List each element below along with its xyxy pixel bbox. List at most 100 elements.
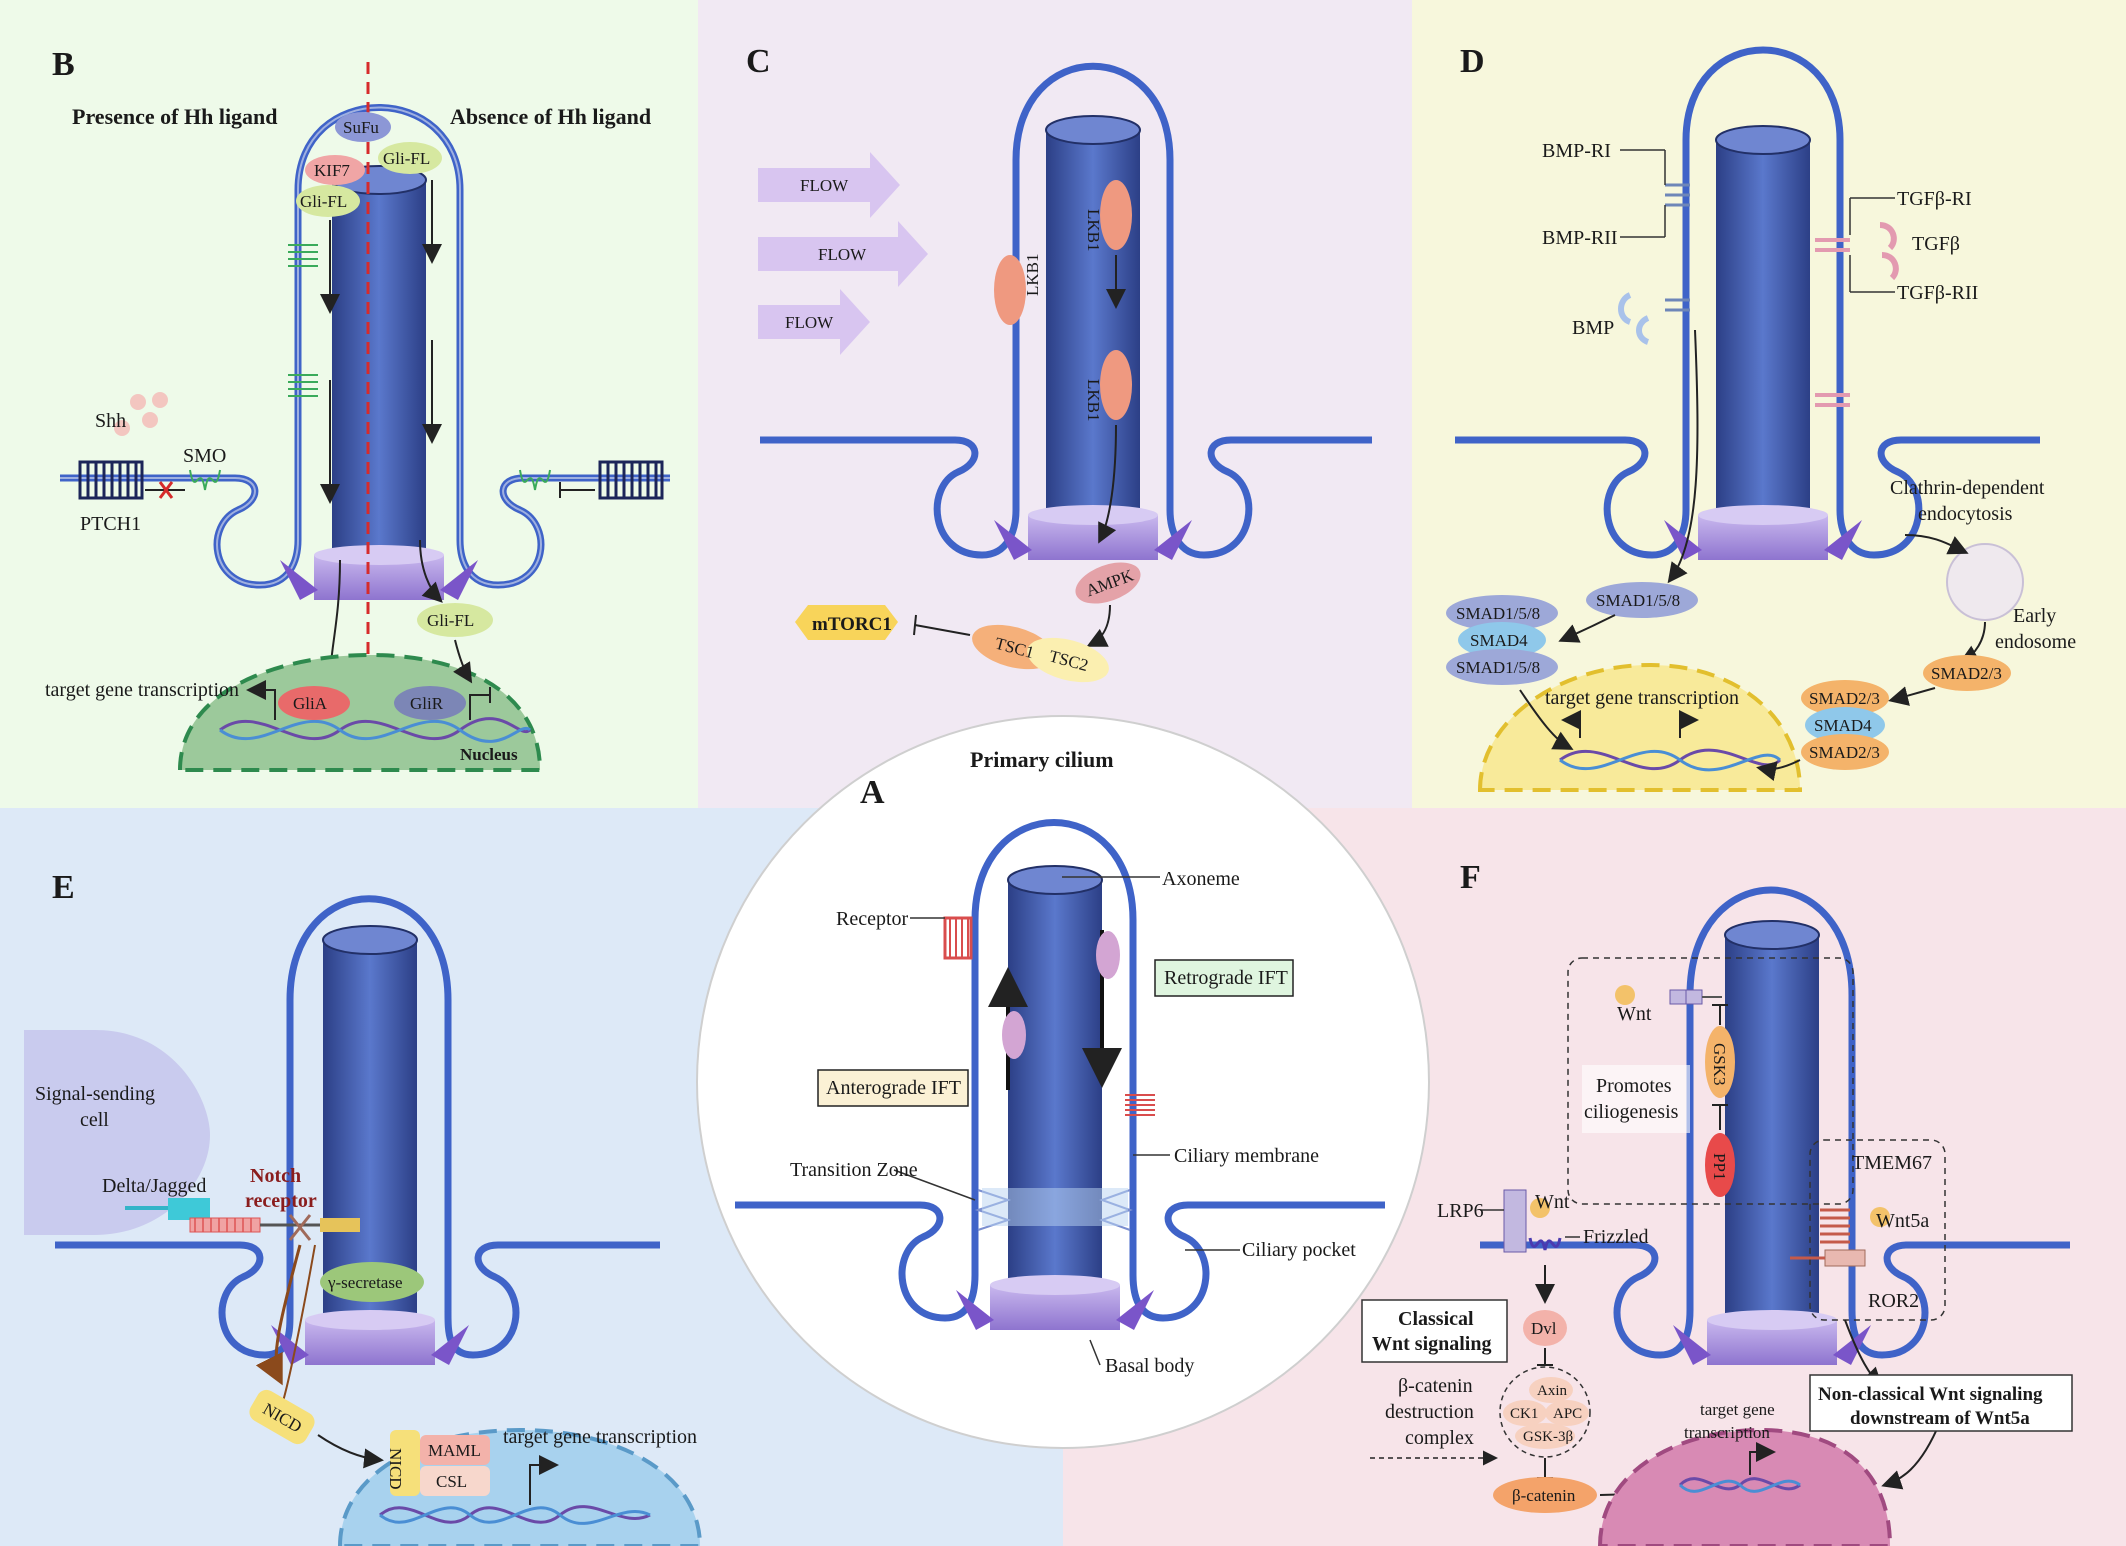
panel-d-smad4-b: SMAD4 [1814,716,1872,735]
panel-f-axoneme-top [1724,920,1820,950]
panel-f-cilium [1480,886,2070,1365]
panel-c-flow-2: FLOW [818,245,867,264]
panel-f-gsk3b-oval [1515,1423,1575,1449]
panel-d-smad158-single: SMAD1/5/8 [1596,591,1680,610]
panel-b-nucleus-label: Nucleus [460,745,518,764]
panel-d-endocytosis-arrow [1904,534,1969,555]
panel-b-kif7: KIF7 [314,161,350,180]
panel-f-basal-body-top [1707,1310,1837,1330]
panel-f-wnt5a: Wnt5a [1876,1210,1929,1232]
panel-a-title: Primary cilium [970,747,1114,772]
panel-f-bcatenin: β-catenin [1512,1486,1576,1505]
panel-b-glifl-bottom: Gli-FL [427,611,474,630]
panel-d-smad23-single-oval [1923,655,2011,691]
panel-f-gsk3b: GSK-3β [1523,1429,1573,1445]
panel-c-basal-body-top [1028,505,1158,525]
panel-d-membrane [1455,46,2040,559]
panel-f-axoneme [1725,935,1819,1325]
panel-d-transition-fiber-left [1664,520,1702,560]
panel-e-signal-cell [24,1030,210,1235]
panel-c-arrow-2 [1098,424,1117,544]
panel-b-glir-oval [394,686,466,720]
panel-a-receptor-icon-2 [1125,1094,1155,1116]
panel-e-delta: Delta/Jagged [102,1175,206,1197]
panel-a-axoneme [1008,880,1102,1290]
panel-c-membrane [760,62,1372,559]
panel-a-tz-leader [893,1169,976,1201]
panel-a-axoneme-top [1007,865,1103,895]
panel-f-dvl: Dvl [1531,1319,1557,1338]
panel-e-transition-fiber-left [271,1325,309,1365]
panel-a-transition-zone-band [982,1188,1128,1226]
panel-e-csl-box [420,1466,490,1496]
panel-d-bmp-ligand-2 [1636,315,1650,345]
panel-b-ptch1: PTCH1 [80,513,141,535]
panel-f-transition-fiber-right [1833,1325,1871,1365]
panel-c-lkb1-left: LKB1 [1023,254,1042,297]
panel-b-blocked-x [158,481,174,499]
panel-f-classical-2: Wnt signaling [1372,1333,1491,1355]
panel-e-nicd-nuc-box [390,1430,420,1496]
panel-e-nicd-box [249,1389,315,1445]
panel-c-tsc2-oval [1027,637,1109,683]
panel-d-tgfb-rii: TGFβ-RII [1897,282,1978,304]
panel-d-bmp: BMP [1572,317,1614,339]
panel-c-axoneme-top [1045,115,1141,145]
panel-f-lrp6-icon [1503,1189,1527,1253]
panel-b-smo-cilia-1 [288,244,318,267]
panel-a-anterograde-label: Anterograde IFT [826,1077,961,1099]
panel-f-apc-oval [1545,1400,1589,1426]
panel-e-scissors [288,1214,312,1241]
panel-d-bmp-ligand-1 [1618,292,1632,325]
panel-d-tgfb: TGFβ [1912,233,1960,255]
panel-a-tz-label: Transition Zone [790,1159,918,1181]
panel-c-inhibit-line [914,624,971,636]
panel-b-glifl-right-oval [378,142,442,174]
panel-d-bmp-rii: BMP-RII [1542,227,1618,249]
panel-f-destruction-3: complex [1405,1427,1474,1449]
panel-c-flow-3: FLOW [785,313,834,332]
panel-e-nucleus-arrow [317,1434,384,1469]
panel-f-nonclassical-2: downstream of Wnt5a [1850,1408,2030,1429]
panel-d-smad23-arrow [1888,686,1936,706]
panel-f-ck1-oval [1503,1400,1547,1426]
panel-d-target: target gene transcription [1545,687,1739,709]
panel-f-axin-oval [1529,1377,1573,1403]
panel-f-axin: Axin [1537,1383,1568,1399]
panel-d-early: Early [2013,605,2056,627]
panel-e-dna-2 [379,1506,651,1525]
panel-b-details [78,62,664,772]
panel-d-endocytosis: endocytosis [1918,503,2013,525]
panel-c-lkb1-mid: LKB1 [1084,379,1103,422]
panel-f-letter: F [1460,859,1481,896]
panel-f-wnt-ligand [1530,1198,1550,1218]
panel-d-target-arrow-left [1561,710,1581,738]
panel-a-anterograde-box [817,1069,969,1107]
panel-b-nucleus [177,652,543,772]
panel-f-wnt: Wnt [1535,1191,1570,1213]
panel-d-cilium [1455,46,2040,560]
panel-e-cilium [55,895,660,1365]
panel-f-wnt5a-ligand [1870,1207,1890,1227]
panel-a-details [817,876,1294,1366]
panel-b-absence: Absence of Hh ligand [450,104,651,129]
panel-c-flow-arrow-2 [758,221,928,287]
panel-f-frizzled: Frizzled [1583,1226,1649,1248]
panel-f-wnt-top: Wnt [1617,1003,1652,1025]
panel-d-smad158-b-oval [1446,649,1558,685]
panel-f-ror2: ROR2 [1868,1290,1919,1312]
panel-c-lkb1-top-oval [1100,180,1132,250]
panel-a-membrane-label: Ciliary membrane [1174,1145,1319,1167]
panel-a-ift-particle-left [1002,1011,1026,1059]
panel-b-kif7-oval [305,155,365,185]
panel-f-membrane [1480,886,2070,1359]
panel-f-transition-fiber-left [1673,1325,1711,1365]
panel-b-shh-dot-2 [142,412,158,428]
panel-a-receptor-icon [943,916,973,960]
panel-b-glifl-top-right: Gli-FL [383,149,430,168]
panel-f-gsk3: GSK3 [1710,1043,1729,1086]
panel-e-target: target gene transcription [503,1426,697,1448]
panel-f-nonclassical-box [1809,1374,2073,1432]
panel-e-delta-icon [168,1198,210,1220]
